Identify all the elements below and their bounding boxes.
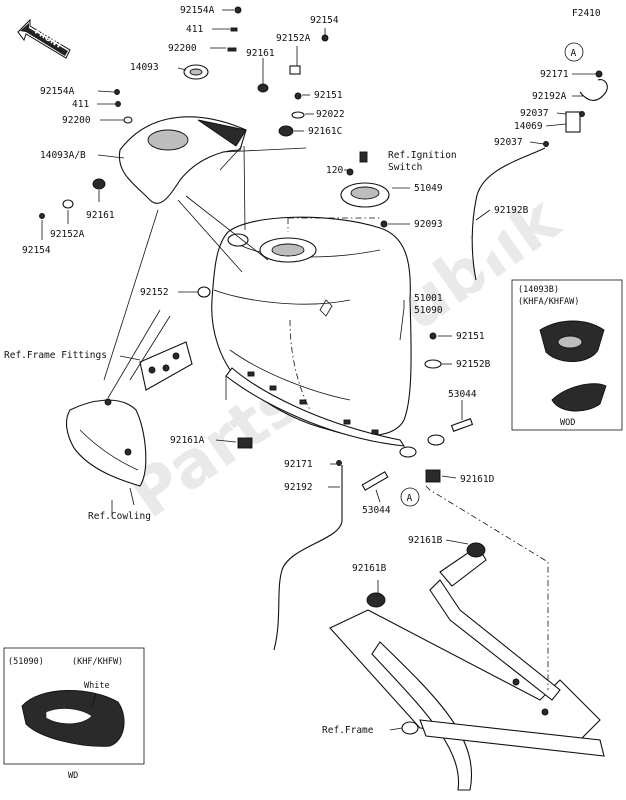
part-label: 53044 (448, 389, 477, 400)
ref-frame-label: Ref.Frame (322, 725, 374, 736)
lower-cowling (65, 398, 147, 487)
part-label: 92152A (50, 229, 85, 240)
inset-14093b: (14093B) (KHFA/KHFAW) WOD (511, 279, 623, 431)
leader-lines (41, 9, 596, 731)
part-label: 51049 (414, 183, 443, 194)
part-label: 92152 (140, 287, 169, 298)
inset-code: (14093B) (518, 285, 559, 295)
inset-note: WOD (560, 418, 575, 428)
svg-text:A: A (571, 48, 577, 59)
inset-note: WD (68, 771, 78, 781)
part-label: 14093A/B (40, 150, 86, 161)
part-label: 92154A (40, 86, 75, 97)
inset-code: (51090) (8, 657, 44, 667)
spacer-53044-mid (361, 471, 389, 491)
part-label: 411 (186, 24, 203, 35)
filler-cap-assembly (340, 151, 390, 228)
part-label: 92161D (460, 474, 495, 485)
part-label: 14093 (130, 62, 159, 73)
part-label: 51090 (414, 305, 443, 316)
part-label: 92154 (310, 15, 339, 26)
part-label: 92154A (180, 5, 215, 16)
part-label: 14069 (514, 121, 543, 132)
part-label: 92200 (62, 115, 91, 126)
part-label: 92037 (520, 108, 549, 119)
part-label: 92161B (352, 563, 387, 574)
inset-models: (KHF/KHFW) (72, 657, 123, 667)
part-label: 120 (326, 165, 343, 176)
part-label: 92161 (86, 210, 115, 221)
part-label: 51001 (414, 293, 443, 304)
part-label: 92171 (284, 459, 313, 470)
ref-ignition-label: Ref.Ignition (388, 150, 457, 161)
inset-51090: (51090) (KHF/KHFW) White WD (3, 647, 145, 781)
fuel-filter-14069 (565, 111, 581, 133)
part-label: 92161B (408, 535, 443, 546)
callout-a-top: A (564, 42, 584, 62)
part-label: 92161C (308, 126, 342, 137)
callout-a-mid: A (400, 487, 420, 507)
part-label: 92151 (456, 331, 485, 342)
fuel-tank (211, 216, 445, 458)
part-label: 92152A (276, 33, 311, 44)
part-label: 53044 (362, 505, 391, 516)
part-label: 92161A (170, 435, 205, 446)
part-label: 92022 (316, 109, 345, 120)
part-label: 92154 (22, 245, 51, 256)
ref-cowling-label: Ref.Cowling (88, 511, 151, 522)
inset-models: (KHFA/KHFAW) (518, 297, 579, 307)
part-label: 92037 (494, 137, 523, 148)
part-label: 92161 (246, 48, 275, 59)
part-label: 92152B (456, 359, 491, 370)
part-label: 92200 (168, 43, 197, 54)
part-label: 92192B (494, 205, 529, 216)
front-arrow-icon: FRONT (17, 18, 71, 59)
hose-92192a (579, 79, 608, 101)
part-label: 92192 (284, 482, 313, 493)
reference-labels: Ref.Ignition Switch Ref.Frame Fittings R… (4, 150, 457, 736)
part-label: 92171 (540, 69, 569, 80)
part-label: 411 (72, 99, 89, 110)
part-label: 92192A (532, 91, 567, 102)
spacer-53044-right (450, 418, 474, 432)
part-labels: 92154A 411 92154 92200 92161 92152A 1409… (22, 5, 569, 574)
frame-fitting-bracket (139, 341, 193, 391)
svg-text:A: A (407, 493, 413, 504)
figure-code: F2410 (572, 8, 601, 19)
part-label: 92093 (414, 219, 443, 230)
breather-hose-92192b (471, 147, 546, 281)
ref-ignition-label-2: Switch (388, 162, 422, 173)
ref-frame-fittings-label: Ref.Frame Fittings (4, 350, 107, 361)
tank-cover (118, 116, 247, 204)
inset-color: White (84, 681, 110, 691)
frame-ref-line (425, 485, 549, 690)
frame (329, 542, 605, 791)
drain-hose-92192 (273, 465, 343, 651)
part-label: 92151 (314, 90, 343, 101)
